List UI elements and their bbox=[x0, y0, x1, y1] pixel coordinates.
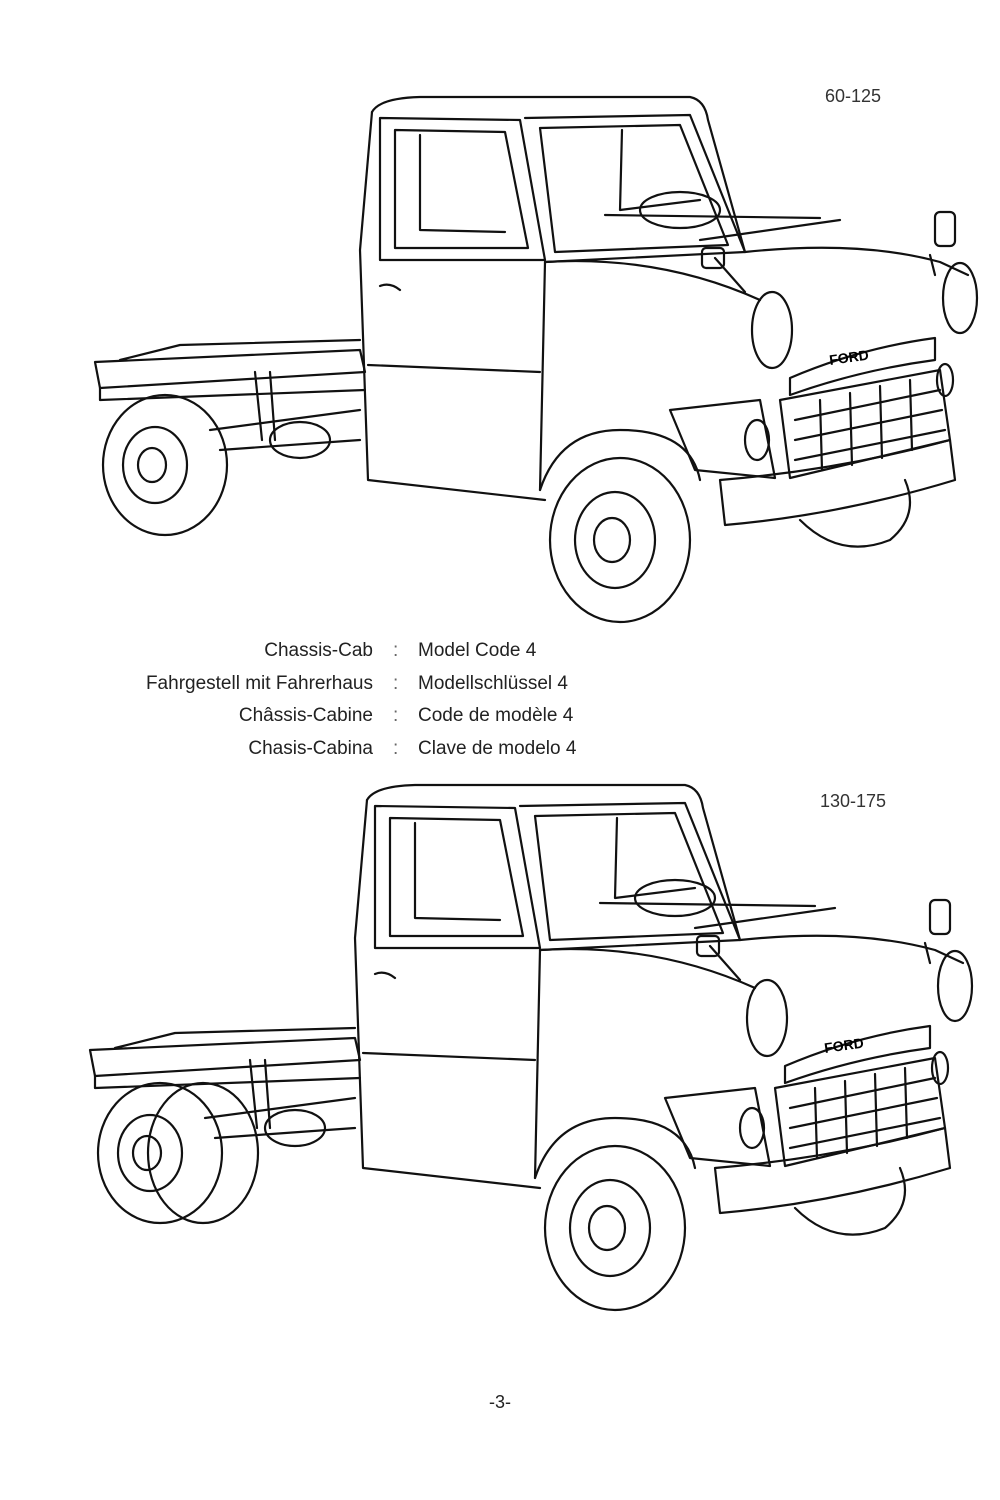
caption-separator: : bbox=[393, 673, 399, 694]
caption-label: Chassis-Cab bbox=[264, 640, 373, 661]
caption-value: Clave de modelo 4 bbox=[418, 738, 577, 759]
caption-value: Code de modèle 4 bbox=[418, 705, 574, 726]
caption-row: Châssis-Cabine : Code de modèle 4 bbox=[0, 705, 1000, 735]
caption-row: Chassis-Cab : Model Code 4 bbox=[0, 640, 1000, 670]
caption-row: Chasis-Cabina : Clave de modelo 4 bbox=[0, 738, 1000, 768]
truck-illustration-130-175: FORD bbox=[88, 783, 974, 1312]
caption-label: Fahrgestell mit Fahrerhaus bbox=[145, 673, 373, 694]
page-number: -3- bbox=[489, 1392, 511, 1412]
caption-row: Fahrgestell mit Fahrerhaus : Modellschlü… bbox=[0, 673, 1000, 703]
model-range-label: 60-125 bbox=[825, 86, 882, 106]
grille-badge-ford: FORD bbox=[828, 347, 870, 368]
caption-label: Châssis-Cabine bbox=[238, 705, 373, 726]
model-range-label: 130-175 bbox=[820, 791, 887, 811]
caption-label: Chasis-Cabina bbox=[248, 738, 373, 759]
caption-separator: : bbox=[393, 640, 399, 661]
dual-rear-wheel bbox=[146, 1081, 260, 1225]
caption-value: Model Code 4 bbox=[418, 640, 537, 661]
truck-illustration-60-125: FORD bbox=[93, 95, 979, 624]
caption-separator: : bbox=[393, 738, 399, 759]
caption-separator: : bbox=[393, 705, 399, 726]
grille-badge-ford: FORD bbox=[823, 1035, 865, 1056]
caption-value: Modellschlüssel 4 bbox=[418, 673, 568, 694]
